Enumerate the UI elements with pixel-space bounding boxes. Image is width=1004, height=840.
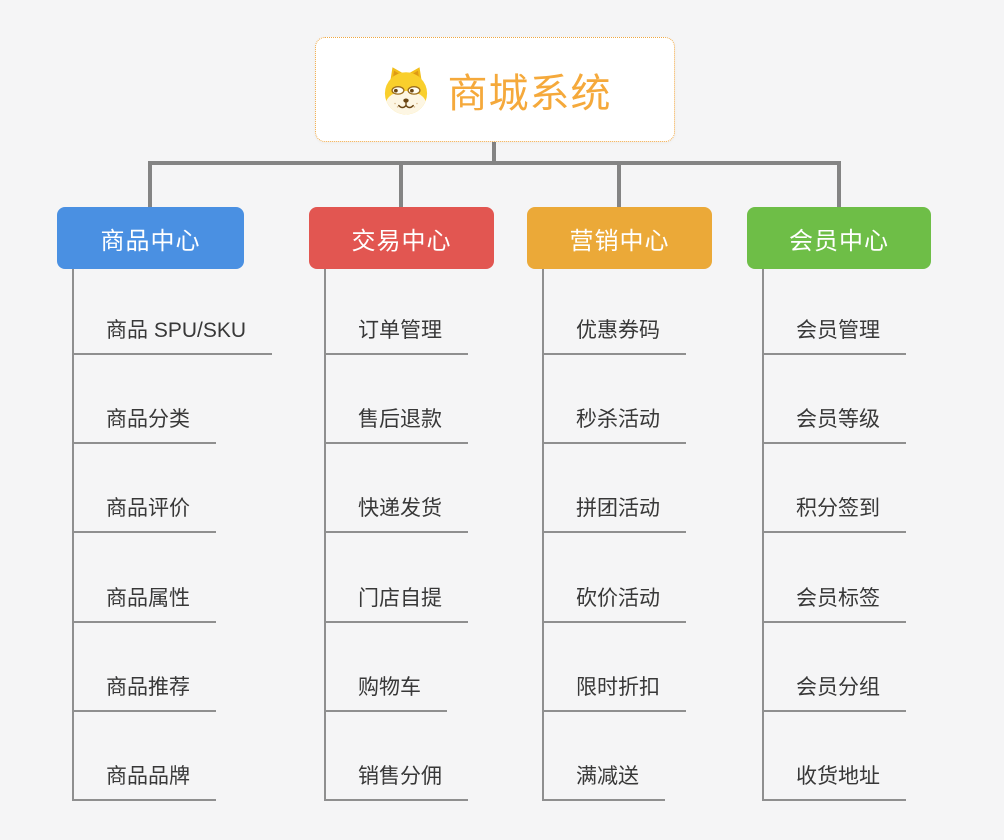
sub-topic[interactable]: 商品 SPU/SKU <box>72 315 273 355</box>
sub-topic[interactable]: 快递发货 <box>324 493 468 533</box>
sub-topic[interactable]: 销售分佣 <box>324 761 468 801</box>
connector-drop-product <box>148 161 152 207</box>
branch-node-trade-center[interactable]: 交易中心 <box>309 207 494 269</box>
sub-topic[interactable]: 限时折扣 <box>542 672 686 712</box>
branch-children-trade: 订单管理 售后退款 快递发货 门店自提 购物车 销售分佣 <box>324 269 564 809</box>
branch-label: 营销中心 <box>569 227 670 255</box>
sub-topic[interactable]: 售后退款 <box>324 404 468 444</box>
sub-topic[interactable]: 满减送 <box>542 761 665 801</box>
sub-topic[interactable]: 砍价活动 <box>542 583 686 623</box>
branch-label: 交易中心 <box>351 227 452 255</box>
sub-topic[interactable]: 积分签到 <box>762 493 906 533</box>
sub-topic[interactable]: 门店自提 <box>324 583 468 623</box>
sub-topic[interactable]: 会员标签 <box>762 583 906 623</box>
sub-topic[interactable]: 拼团活动 <box>542 493 686 533</box>
sub-topic[interactable]: 会员管理 <box>762 315 906 355</box>
sub-topic[interactable]: 商品属性 <box>72 583 216 623</box>
branch-node-marketing-center[interactable]: 营销中心 <box>527 207 712 269</box>
branch-label: 商品中心 <box>100 227 201 255</box>
connector-bus <box>148 161 841 165</box>
sub-topic[interactable]: 商品评价 <box>72 493 216 533</box>
branch-children-marketing: 优惠券码 秒杀活动 拼团活动 砍价活动 限时折扣 满减送 <box>542 269 782 809</box>
branch-spine-line <box>324 269 326 801</box>
branch-node-member-center[interactable]: 会员中心 <box>747 207 931 269</box>
sub-topic[interactable]: 收货地址 <box>762 761 906 801</box>
sub-topic[interactable]: 会员分组 <box>762 672 906 712</box>
sub-topic[interactable]: 购物车 <box>324 672 447 712</box>
branch-spine-line <box>762 269 764 801</box>
sub-topic[interactable]: 优惠券码 <box>542 315 686 355</box>
branch-spine-line <box>542 269 544 801</box>
connector-root-stub <box>492 142 496 163</box>
branch-spine-line <box>72 269 74 801</box>
connector-drop-trade <box>399 161 403 207</box>
branch-children-member: 会员管理 会员等级 积分签到 会员标签 会员分组 收货地址 <box>762 269 1002 809</box>
sub-topic[interactable]: 秒杀活动 <box>542 404 686 444</box>
sub-topic[interactable]: 订单管理 <box>324 315 468 355</box>
sub-topic[interactable]: 商品分类 <box>72 404 216 444</box>
root-node[interactable]: 商城系统 <box>315 37 675 142</box>
branch-children-product: 商品 SPU/SKU 商品分类 商品评价 商品属性 商品推荐 商品品牌 <box>72 269 312 809</box>
connector-drop-member <box>837 161 841 207</box>
dog-face-icon <box>384 66 427 114</box>
connector-drop-marketing <box>617 161 621 207</box>
root-title: 商城系统 <box>447 71 612 116</box>
branch-node-product-center[interactable]: 商品中心 <box>57 207 244 269</box>
sub-topic[interactable]: 商品推荐 <box>72 672 216 712</box>
sub-topic[interactable]: 会员等级 <box>762 404 906 444</box>
branch-label: 会员中心 <box>789 227 889 255</box>
sub-topic[interactable]: 商品品牌 <box>72 761 216 801</box>
